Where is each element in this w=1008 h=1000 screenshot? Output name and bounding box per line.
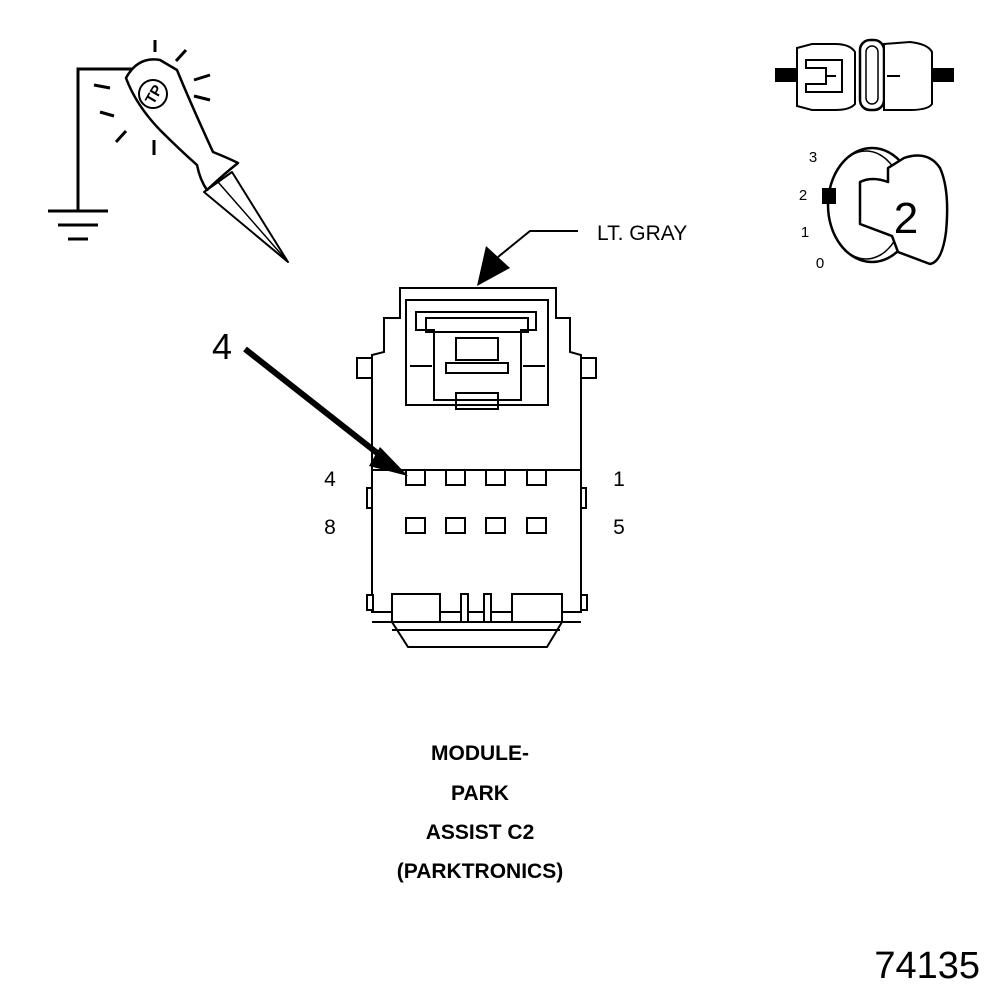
wire-color-label: LT. GRAY xyxy=(597,222,687,245)
pin-cavity xyxy=(526,517,547,534)
key-position-label: 0 xyxy=(816,255,824,272)
pin-cavity xyxy=(485,469,506,486)
row-label-left: 8 xyxy=(324,516,336,539)
wire-color-leader xyxy=(477,230,578,286)
pin-cavities xyxy=(405,469,547,534)
pin-cavity xyxy=(485,517,506,534)
connector-body xyxy=(356,287,597,648)
ground-icon xyxy=(48,67,153,241)
light-rays xyxy=(93,40,211,155)
connector-latch xyxy=(405,299,549,410)
pin-cavity xyxy=(445,469,466,486)
key-position-label: 1 xyxy=(801,224,809,241)
pin-cavity xyxy=(445,517,466,534)
arrowhead-icon xyxy=(369,447,408,476)
key-position-number: 2 xyxy=(894,194,918,243)
row-label-right: 5 xyxy=(613,516,625,539)
caption-line: (PARKTRONICS) xyxy=(397,860,563,883)
key-position-marker xyxy=(822,188,836,204)
row-label-right: 1 xyxy=(613,468,625,491)
test-probe-icon: TP xyxy=(93,40,289,263)
caption-line: PARK xyxy=(451,782,509,805)
caption-line: MODULE- xyxy=(431,742,529,765)
arrowhead-icon xyxy=(477,246,510,286)
pin-cavity xyxy=(405,517,426,534)
key-position-label: 2 xyxy=(799,187,807,204)
key-position-label: 3 xyxy=(809,149,817,166)
pin-cavity xyxy=(405,469,426,486)
row-label-left: 4 xyxy=(324,468,336,491)
caption-line: ASSIST C2 xyxy=(426,821,535,844)
figure-number: 74135 xyxy=(874,945,980,987)
connector-caption: MODULE- PARK ASSIST C2 (PARKTRONICS) xyxy=(397,742,563,883)
callout-arrow xyxy=(243,346,408,476)
callout-pin-label: 4 xyxy=(212,326,232,367)
connector-disconnected-icon xyxy=(775,38,954,112)
pin-cavity xyxy=(526,469,547,486)
connector-bottom-features xyxy=(391,593,563,631)
ignition-key-icon: 2 3 2 1 0 xyxy=(799,146,949,272)
